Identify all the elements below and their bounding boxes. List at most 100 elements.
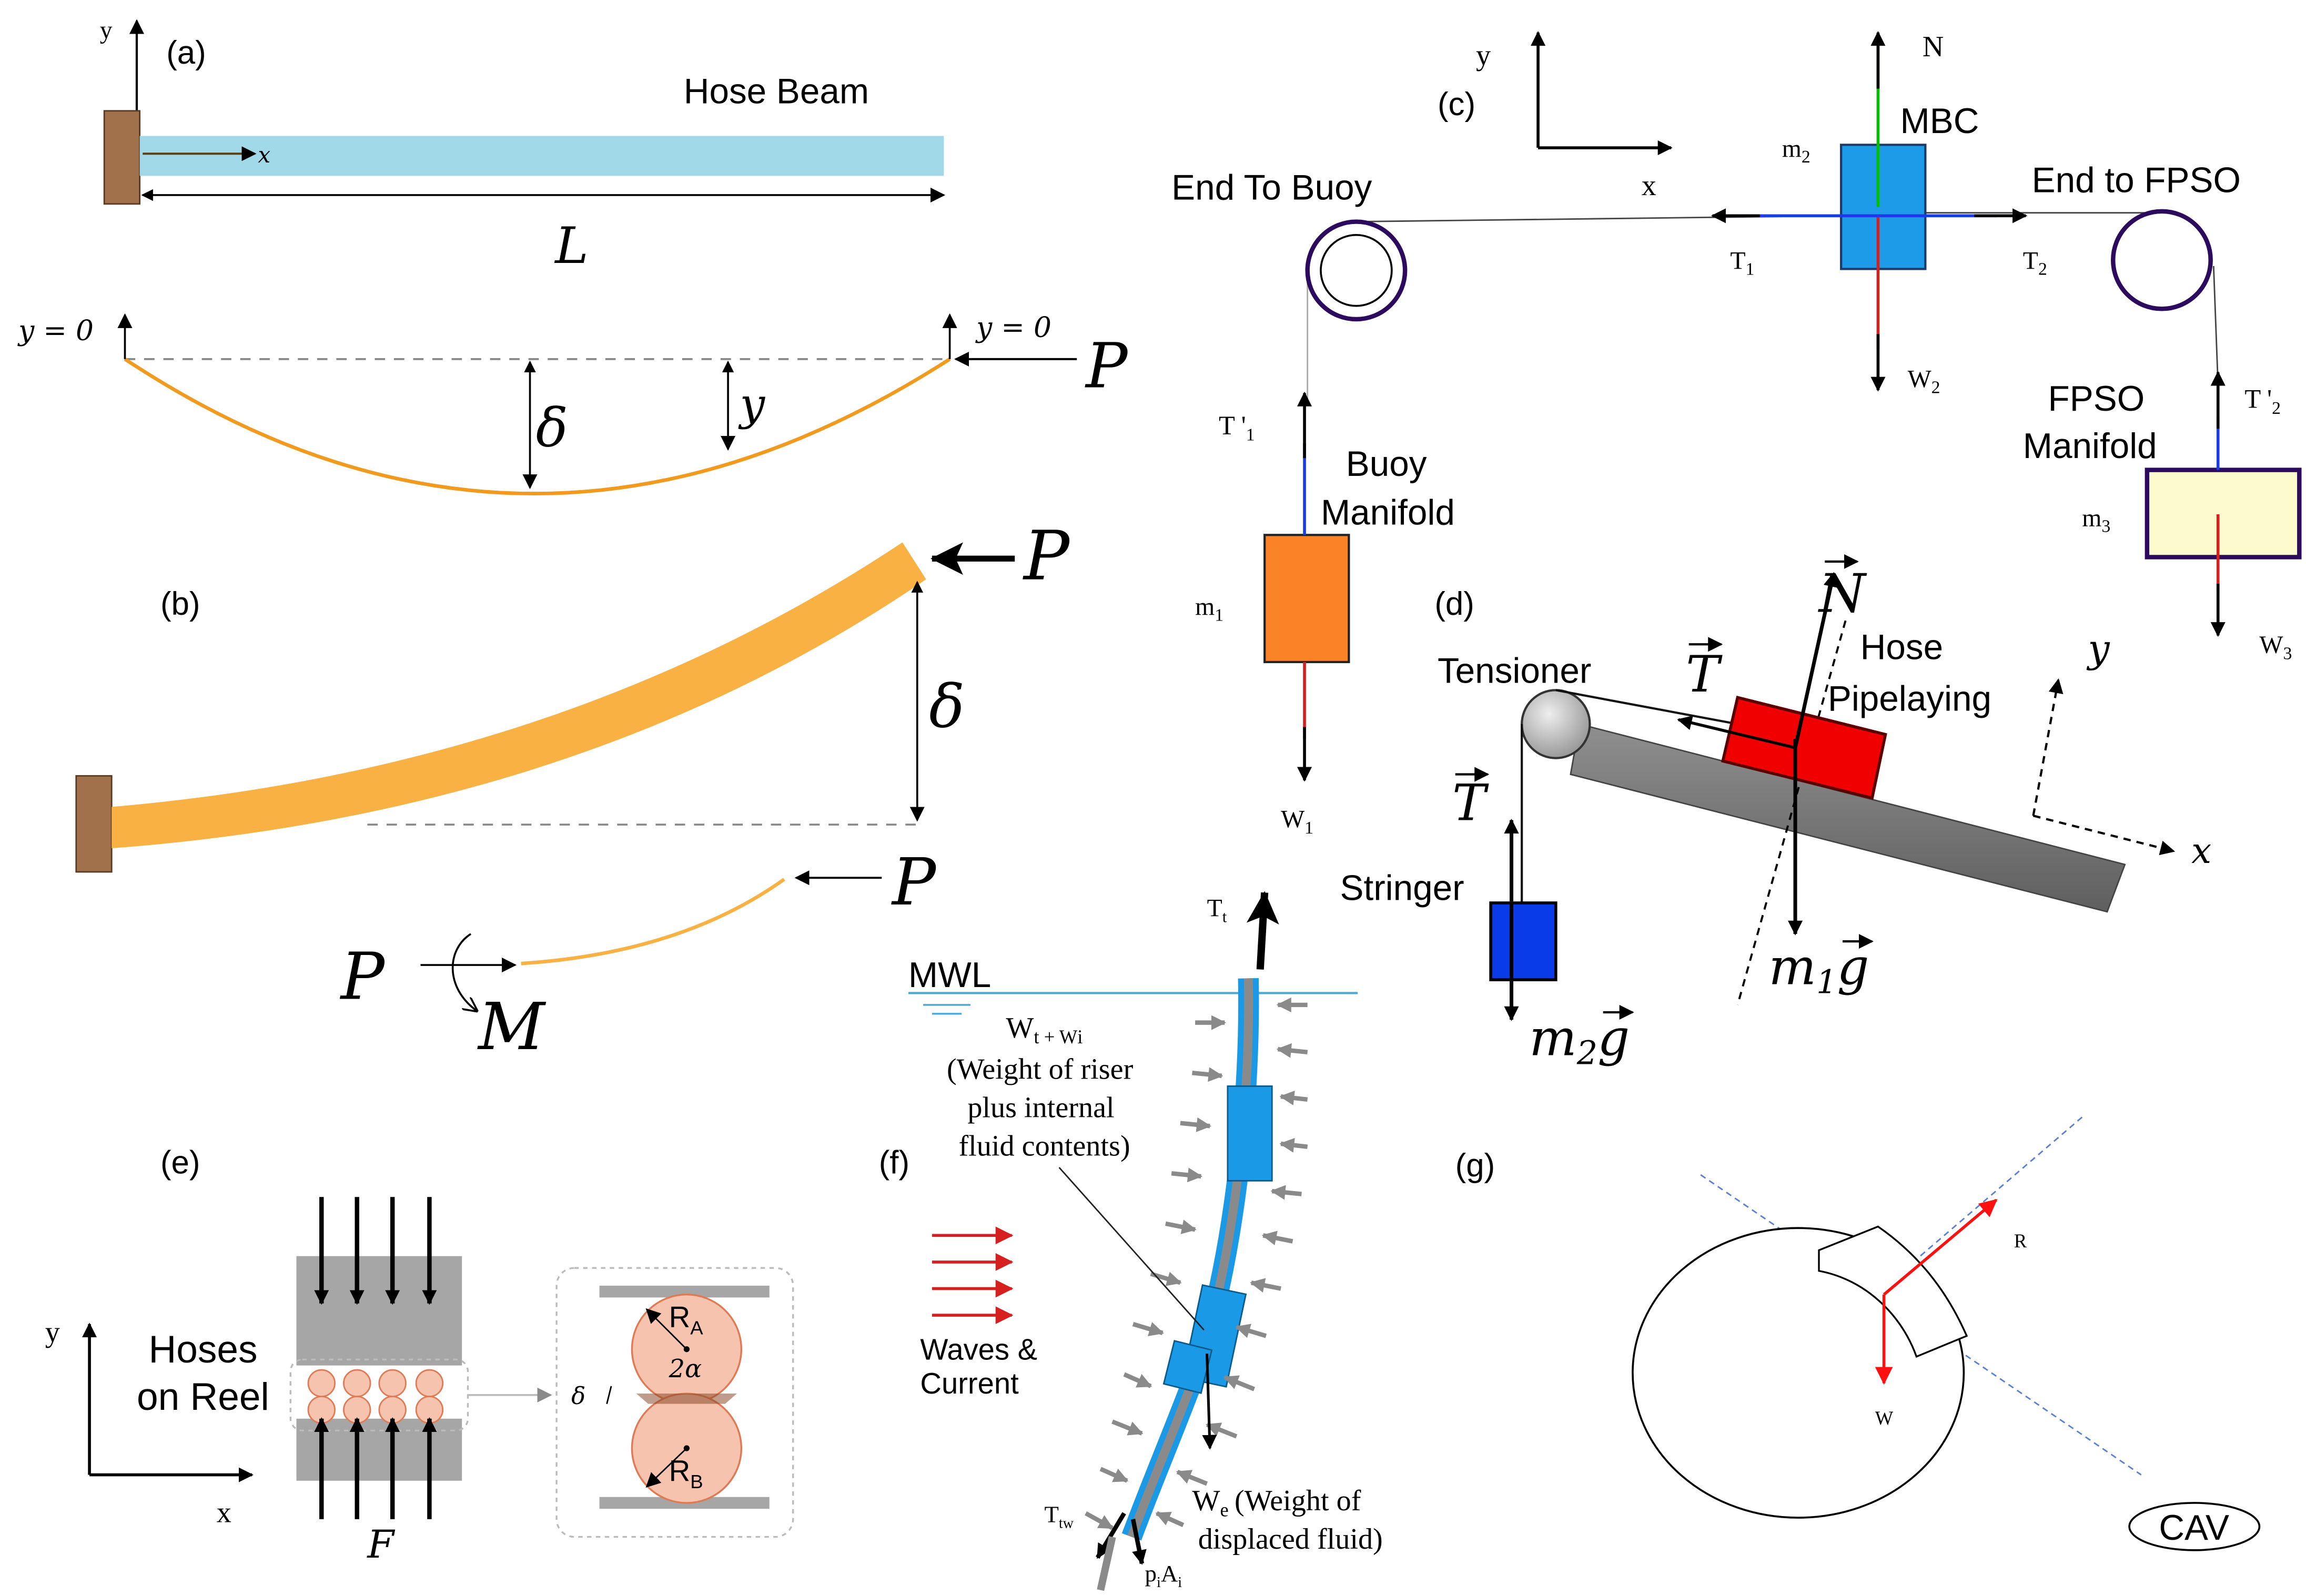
t2p-label: T '2 bbox=[2244, 384, 2281, 418]
tip-deflection-label: δ bbox=[929, 673, 965, 741]
local-y-label: y bbox=[2086, 627, 2110, 672]
w1-label: W1 bbox=[1281, 806, 1313, 838]
pressure-arrows-right bbox=[1155, 997, 1308, 1527]
axis-y-label: y bbox=[100, 16, 113, 44]
wall-support-b bbox=[75, 775, 113, 873]
effective-tension-label: Ttw bbox=[1044, 1501, 1074, 1531]
cav-badge bbox=[2128, 1502, 2261, 1551]
detail-top-plate bbox=[599, 1285, 770, 1298]
t2-label: T2 bbox=[2023, 247, 2047, 279]
tension-vector-arrow bbox=[1677, 715, 1796, 749]
y-label: y bbox=[738, 379, 766, 430]
compressive-force-arrows-bottom bbox=[314, 1417, 437, 1519]
radius-b-arrow bbox=[645, 1447, 687, 1488]
pipelaying-block bbox=[1721, 695, 1887, 800]
displaced-weight-label: We(Weight of bbox=[1192, 1485, 1361, 1520]
mbc-label: MBC bbox=[1900, 101, 1979, 141]
hose-circles bbox=[307, 1369, 444, 1424]
axis-y-label-c: y bbox=[1476, 39, 1491, 72]
panel-c-label: (c) bbox=[1438, 86, 1475, 123]
panel-e: (e) y x Hoses on Reel bbox=[45, 1144, 794, 1567]
displaced-weight-arrow bbox=[1202, 1354, 1217, 1450]
waves-label: Waves & bbox=[920, 1333, 1037, 1366]
axis-y-label-e: y bbox=[45, 1316, 60, 1349]
moment-arrow bbox=[451, 933, 477, 1011]
hose-beam-label: Hose Beam bbox=[684, 72, 869, 111]
hose-beam bbox=[139, 136, 944, 176]
moment-label: M bbox=[477, 989, 547, 1065]
local-y-axis bbox=[2032, 678, 2064, 816]
buoyancy-module-3 bbox=[1162, 1339, 1213, 1394]
axis-x-label-c: x bbox=[1642, 169, 1656, 202]
waves-current-arrows bbox=[932, 1226, 1014, 1324]
reaction-force-label: R bbox=[2014, 1230, 2027, 1252]
contact-detail-box bbox=[555, 1267, 794, 1538]
stringer-label: Stringer bbox=[1340, 868, 1464, 908]
panel-e-label: (e) bbox=[160, 1144, 200, 1181]
radius-a-arrow bbox=[645, 1308, 687, 1350]
buoy-manifold-label-2: Manifold bbox=[1321, 493, 1455, 533]
top-tension-label: Tt bbox=[1207, 894, 1227, 926]
reaction-force-arrow bbox=[1883, 1198, 1998, 1296]
y-zero-left: y = 0 bbox=[17, 313, 94, 347]
axis-x-label-e: x bbox=[217, 1496, 231, 1529]
delta-label: δ bbox=[536, 397, 568, 459]
deflected-curve bbox=[124, 358, 951, 495]
fpso-pulley bbox=[2111, 209, 2213, 311]
normal-vector-arrow bbox=[1793, 572, 1838, 748]
length-label: L bbox=[554, 216, 588, 275]
compressive-force-arrows-top bbox=[314, 1197, 437, 1305]
free-body-segment bbox=[521, 878, 785, 965]
panel-g: (g) R W CAV bbox=[1455, 1116, 2261, 1551]
end-to-buoy-label: End To Buoy bbox=[1171, 168, 1372, 207]
buoy-pulley-inner bbox=[1320, 233, 1393, 307]
buoy-manifold-label-1: Buoy bbox=[1346, 444, 1427, 484]
local-x-label: x bbox=[2191, 830, 2211, 871]
stringer-tension-label: T bbox=[1452, 774, 1489, 832]
top-plate bbox=[296, 1256, 462, 1366]
riser-weight-desc-3: fluid contents) bbox=[958, 1130, 1130, 1163]
fpso-manifold-block bbox=[2145, 467, 2302, 560]
panel-a-label: (a) bbox=[166, 35, 206, 71]
top-tension-arrow bbox=[1246, 891, 1279, 970]
approach-delta-mark bbox=[606, 1386, 612, 1405]
local-x-axis bbox=[2032, 815, 2176, 856]
tension-vector-label: T bbox=[1686, 645, 1723, 704]
normal-vector-label: N bbox=[1817, 562, 1867, 624]
buoy-manifold-block bbox=[1263, 534, 1350, 664]
on-reel-label: on Reel bbox=[137, 1376, 269, 1418]
stringer-block bbox=[1489, 901, 1557, 981]
panel-f-label: (f) bbox=[879, 1144, 909, 1181]
current-label: Current bbox=[920, 1367, 1019, 1400]
riser-weight-label: Wt + Wi bbox=[1006, 1012, 1083, 1048]
axial-load-label: P bbox=[1085, 329, 1129, 402]
internal-pressure-arrow bbox=[1130, 1519, 1147, 1565]
free-end-load-label: P bbox=[891, 845, 937, 920]
tensioner-label: Tensioner bbox=[1438, 651, 1591, 690]
t1-label: T1 bbox=[1730, 247, 1754, 279]
approach-delta-label: δ bbox=[571, 1382, 585, 1410]
axis-x-label: x bbox=[258, 142, 270, 168]
panel-b: (b) P δ P P M bbox=[75, 517, 1070, 1065]
m1-label: m1 bbox=[1195, 593, 1223, 625]
cav-label: CAV bbox=[2159, 1508, 2229, 1548]
cable-top bbox=[1555, 689, 1738, 726]
t1p-label: T '1 bbox=[1219, 411, 1255, 444]
fpso-manifold-label-2: Manifold bbox=[2023, 426, 2157, 466]
weight-force-label: W bbox=[1875, 1407, 1894, 1429]
buoyancy-module-1 bbox=[1227, 1085, 1273, 1182]
pressure-arrows-left bbox=[1085, 1015, 1227, 1530]
panel-d: (d) N T T Tensioner Hose Pipelaying Stri… bbox=[1340, 554, 2211, 1072]
inclined-ramp bbox=[1570, 723, 2126, 913]
panel-d-label: (d) bbox=[1434, 586, 1474, 622]
panel-b-label: (b) bbox=[160, 586, 200, 622]
normal-force-label: N bbox=[1923, 31, 1944, 63]
deflected-beam-diagram: y = 0 y = 0 δ y P bbox=[17, 311, 1129, 495]
m2-label: m2 bbox=[1782, 135, 1811, 167]
m2g-label: m2g bbox=[1529, 1008, 1630, 1072]
hose-label: Hose bbox=[1860, 627, 1943, 667]
m3-label: m3 bbox=[2082, 504, 2110, 536]
cantilever-hose bbox=[112, 542, 926, 849]
fpso-drop-line bbox=[2212, 266, 2219, 384]
